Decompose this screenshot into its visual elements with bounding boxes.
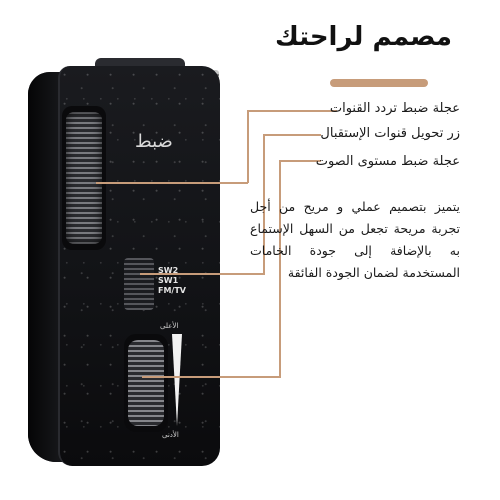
tuning-wheel[interactable] (66, 112, 102, 244)
band-labels: SW2 SW1 FM/TV (158, 266, 186, 296)
page-title: مصمم لراحتك (275, 22, 452, 52)
band-label: SW1 (158, 276, 179, 285)
volume-wheel[interactable] (128, 340, 164, 426)
feature-label-tuning: عجلة ضبط تردد القنوات (329, 101, 460, 116)
volume-low-label: الأدنى (162, 431, 179, 439)
volume-indicator-wedge (172, 334, 182, 426)
title-accent-bar (330, 79, 428, 87)
feature-description: يتميز بتصميم عملي و مريح من أجل تجربة مر… (250, 199, 460, 280)
band-switch[interactable] (124, 258, 154, 310)
connector-line-volume-h (142, 376, 280, 378)
radio-side (28, 72, 62, 462)
connector-line-tuning-h (96, 182, 248, 184)
connector-line-band-v (263, 134, 265, 275)
connector-line-band-top (263, 134, 321, 136)
band-label: SW2 (158, 266, 179, 275)
band-label: FM/TV (158, 286, 186, 295)
connector-line-band-h (140, 273, 264, 275)
volume-high-label: الأعلى (160, 322, 179, 330)
feature-label-band: زر تحويل قنوات الإستقبال (320, 126, 460, 141)
feature-label-volume: عجلة ضبط مستوى الصوت (315, 154, 460, 169)
tuning-label: ضبط (135, 131, 173, 152)
connector-line-tuning-top (247, 110, 337, 112)
connector-line-volume-top (279, 160, 321, 162)
connector-line-tuning-v (247, 110, 249, 183)
connector-line-volume-v (279, 160, 281, 378)
